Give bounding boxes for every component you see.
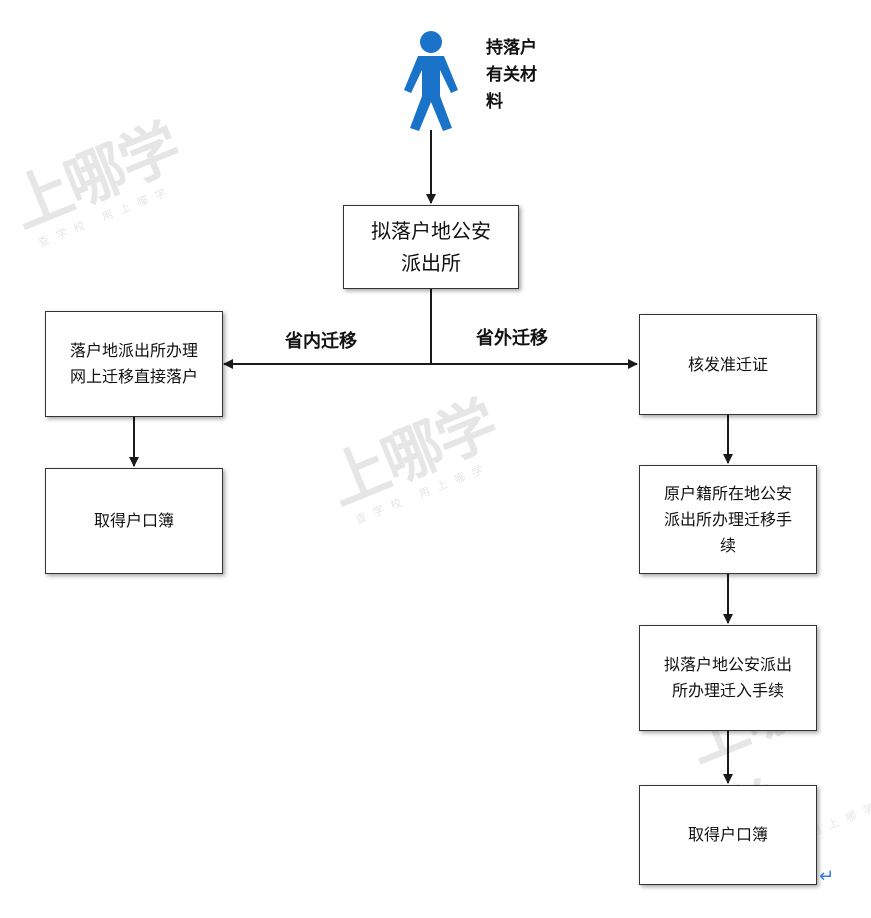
node-text-line: 取得户口簿: [687, 825, 768, 844]
edge-label-out-province: 省外迁移: [476, 328, 548, 349]
node-text-line: 取得户口簿: [93, 511, 174, 530]
node-text-line: 拟落户地公安: [371, 219, 491, 243]
node-issue-permit: 核发准迁证: [639, 314, 817, 415]
node-text-line: 核发准迁证: [687, 354, 768, 374]
node-origin-office: 原户籍所在地公安 派出所办理迁移手 续: [639, 465, 817, 574]
node-text-line: 原户籍所在地公安: [663, 483, 792, 503]
node-text-line: 派出所办理迁移手: [663, 509, 792, 529]
node-text-line: 拟落户地公安派出: [663, 655, 792, 674]
person-icon: [404, 31, 458, 131]
return-arrow-icon: ↵: [819, 866, 835, 887]
node-text-line: 所办理迁入手续: [671, 681, 784, 700]
node-destination-office: 拟落户地公安派出 所办理迁入手续: [639, 625, 817, 731]
person-label: 持落户 有关材 料: [486, 35, 537, 116]
person-label-line: 持落户: [486, 38, 537, 58]
person-label-line: 有关材: [486, 65, 537, 85]
node-text-line: 续: [719, 535, 736, 555]
node-in-province-office: 落户地派出所办理 网上迁移直接落户: [45, 311, 223, 417]
node-in-province-get-booklet: 取得户口簿: [45, 468, 223, 574]
person-label-line: 料: [486, 92, 503, 112]
node-text-line: 网上迁移直接落户: [69, 367, 198, 386]
node-out-province-get-booklet: 取得户口簿: [639, 785, 817, 885]
node-police-station: 拟落户地公安 派出所: [343, 205, 519, 289]
node-text-line: 落户地派出所办理: [69, 341, 198, 360]
edge-label-in-province: 省内迁移: [285, 331, 357, 352]
node-text-line: 派出所: [401, 251, 461, 275]
